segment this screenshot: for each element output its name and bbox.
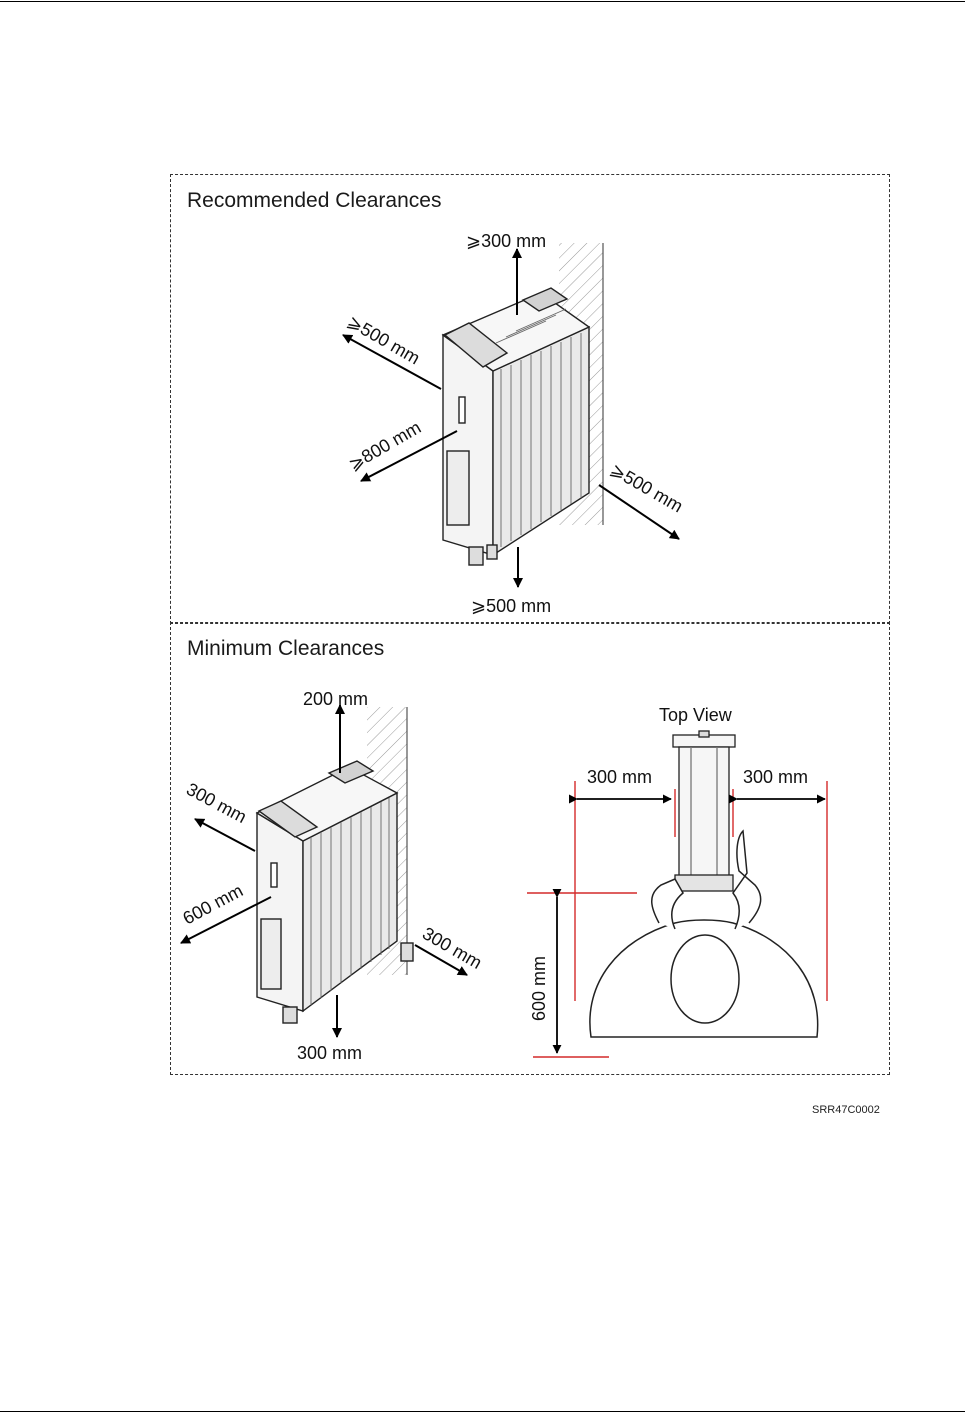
unit-top-view	[673, 731, 735, 891]
top-page-rule	[0, 1, 965, 2]
arrow-back-left	[195, 819, 255, 851]
label-top: 200 mm	[303, 689, 368, 709]
label-left-width: 300 mm	[587, 767, 652, 787]
label-bottom: ⩾500 mm	[471, 596, 551, 616]
label-front-left: 600 mm	[179, 880, 246, 928]
bottom-page-rule	[0, 1411, 965, 1412]
label-front-left: ⩾800 mm	[345, 417, 424, 474]
label-top: ⩾300 mm	[466, 231, 546, 251]
label-right-width: 300 mm	[743, 767, 808, 787]
figure-code: SRR47C0002	[812, 1104, 880, 1116]
label-depth: 600 mm	[529, 956, 549, 1021]
recommended-clearances-panel: Recommended Clearances	[170, 174, 890, 624]
top-view-illustration: Top View	[527, 705, 827, 1057]
recommended-clearances-diagram: ⩾300 mm ⩾500 mm ⩾800 mm ⩾500 mm ⩾500 mm	[171, 175, 891, 625]
label-back-left: ⩾500 mm	[344, 311, 423, 368]
label-right: ⩾500 mm	[607, 459, 686, 516]
minimum-clearances-diagram: 200 mm 300 mm 600 mm 300 mm 300 mm Top V…	[171, 623, 891, 1076]
top-view-title: Top View	[659, 705, 733, 725]
equipment-unit	[257, 761, 413, 1023]
minimum-clearances-panel: Minimum Clearances	[170, 622, 890, 1075]
label-bottom: 300 mm	[297, 1043, 362, 1063]
label-back-left: 300 mm	[183, 779, 250, 827]
